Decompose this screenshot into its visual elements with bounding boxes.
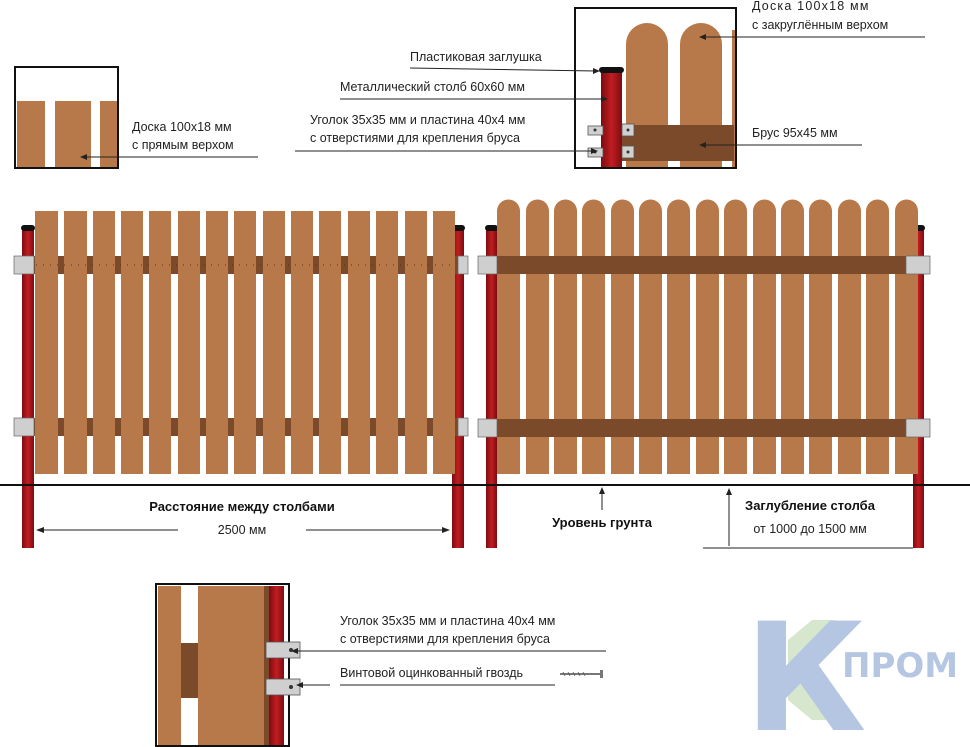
label-bracket-top: Уголок 35х35 мм и пластина 40х4 мм с отв… xyxy=(295,113,598,154)
svg-text:Уголок 35х35 мм и пластина 40х: Уголок 35х35 мм и пластина 40х4 мм xyxy=(340,614,555,628)
svg-text:Металлический столб 60х60 мм: Металлический столб 60х60 мм xyxy=(340,80,525,94)
svg-text:К: К xyxy=(744,592,867,747)
bracket-icon xyxy=(587,123,635,159)
label-round-board: Доска 100х18 мм с закруглённым верхом xyxy=(699,0,925,40)
svg-text:с закруглённым верхом: с закруглённым верхом xyxy=(752,18,888,32)
svg-text:Заглубление столба: Заглубление столба xyxy=(745,498,876,513)
inset-bracket-detail xyxy=(155,583,301,747)
svg-text:Пластиковая заглушка: Пластиковая заглушка xyxy=(410,50,542,64)
label-metal-post: Металлический столб 60х60 мм xyxy=(340,80,608,102)
svg-text:ПРОМ: ПРОМ xyxy=(842,646,958,686)
svg-text:Доска 100х18 мм: Доска 100х18 мм xyxy=(132,120,232,134)
svg-text:от 1000 до 1500 мм: от 1000 до 1500 мм xyxy=(753,522,866,536)
svg-text:Расстояние между столбами: Расстояние между столбами xyxy=(149,499,335,514)
svg-text:Уголок 35х35 мм и пластина 40х: Уголок 35х35 мм и пластина 40х4 мм xyxy=(310,113,525,127)
dimension-distance: Расстояние между столбами 2500 мм xyxy=(36,499,450,537)
label-plastic-cap: Пластиковая заглушка xyxy=(409,50,600,74)
fence-round-top xyxy=(477,199,931,548)
svg-text:с прямым верхом: с прямым верхом xyxy=(132,138,234,152)
svg-text:Доска 100х18 мм: Доска 100х18 мм xyxy=(752,0,870,13)
bracket-icon xyxy=(13,255,469,437)
dimension-depth: Заглубление столба от 1000 до 1500 мм xyxy=(703,488,913,549)
nail-icon xyxy=(560,670,603,678)
svg-text:с отверстиями для крепления бр: с отверстиями для крепления бруса xyxy=(310,131,520,145)
label-flat-board: Доска 100х18 мм с прямым верхом xyxy=(80,120,258,160)
svg-text:2500 мм: 2500 мм xyxy=(218,523,266,537)
label-bracket-bottom: Уголок 35х35 мм и пластина 40х4 мм с отв… xyxy=(291,614,606,654)
svg-text:Брус 95х45 мм: Брус 95х45 мм xyxy=(752,126,838,140)
inset-flat-board xyxy=(14,66,119,169)
svg-text:Уровень грунта: Уровень грунта xyxy=(552,515,653,530)
label-nail: Винтовой оцинкованный гвоздь xyxy=(296,666,603,688)
bracket-icon xyxy=(477,255,931,438)
label-ground: Уровень грунта xyxy=(552,487,653,530)
inset-round-board xyxy=(574,7,737,169)
logo: К ПРОМ xyxy=(744,592,958,747)
svg-text:Винтовой оцинкованный гвоздь: Винтовой оцинкованный гвоздь xyxy=(340,666,523,680)
fence-flat-top xyxy=(13,211,469,548)
svg-text:с отверстиями для крепления бр: с отверстиями для крепления бруса xyxy=(340,632,550,646)
label-beam: Брус 95х45 мм xyxy=(699,126,862,148)
bracket-icon xyxy=(265,641,301,696)
